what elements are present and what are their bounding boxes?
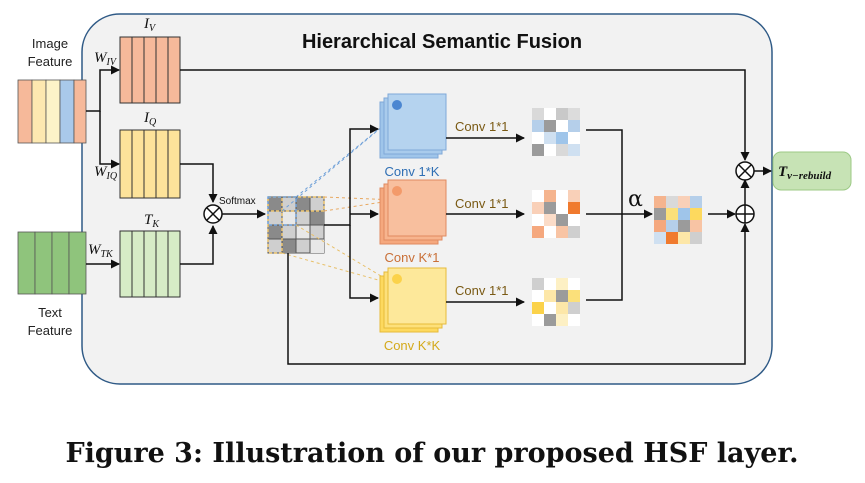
grid-to-conv1-arrow [324,124,379,226]
map1-merge-line [586,129,623,301]
multiply-op-icon [203,204,223,224]
w-iv-label: WIV [94,50,118,68]
conv-kxk-block [379,267,447,333]
grid-residual-arrow [287,223,750,365]
feature-map-1 [532,108,580,156]
feature-map-2 [532,190,580,238]
projection-line-yellow-2 [281,252,397,286]
conv-1x1-label-c: Conv 1*1 [455,283,508,298]
iq-label: IQ [143,110,157,128]
image-to-iv-arrow [86,65,120,112]
iv-matrix [119,36,181,104]
w-tk-label: WTK [88,242,114,260]
conv-1xk-label: Conv 1*K [385,164,440,179]
tk-to-multiply-arrow [180,225,218,265]
image-feature-block [17,79,87,144]
text-feature-label-1: Text [38,305,62,320]
projection-line-yellow-1 [295,224,397,286]
iq-matrix [119,129,181,199]
iv-to-multiply-arrow [180,69,750,161]
image-to-iq-arrow [99,111,120,169]
output-label: Tv−rebuild [778,164,832,182]
output-multiply-op-icon [735,161,755,181]
iq-to-multiply-arrow [180,163,218,203]
conv-kx1-label: Conv K*1 [385,250,440,265]
output-box [772,151,852,191]
add-op-icon [735,204,755,224]
conv-kxk-label: Conv K*K [384,338,441,353]
panel-title: Hierarchical Semantic Fusion [302,31,582,53]
iv-label: IV [143,16,157,34]
conv-1xk-block [379,93,447,159]
feature-map-3 [532,278,580,326]
conv-kx1-block [379,179,447,245]
text-feature-label-2: Feature [28,323,73,338]
grid-to-conv3-arrow [349,225,379,303]
conv-1x1-label-a: Conv 1*1 [455,119,508,134]
softmax-label: Softmax [219,196,256,207]
projection-line-blue-2 [281,114,397,212]
figure-caption: Figure 3: Illustration of our proposed H… [65,438,798,469]
fused-feature-map [654,196,702,244]
w-iq-label: WIQ [94,164,118,182]
conv-1x1-label-b: Conv 1*1 [455,196,508,211]
text-feature-block [17,231,87,295]
alpha-label: α [628,187,643,212]
image-feature-label-1: Image [32,36,68,51]
tk-label: TK [144,212,160,230]
image-feature-label-2: Feature [28,54,73,69]
tk-matrix [119,230,181,298]
